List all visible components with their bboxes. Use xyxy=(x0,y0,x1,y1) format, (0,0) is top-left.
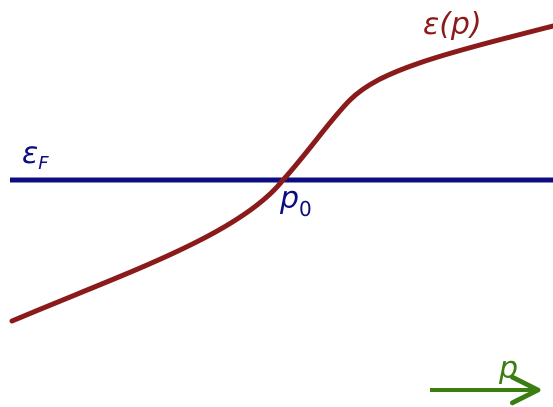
crossing-subscript: 0 xyxy=(299,197,312,221)
fermi-level-label: εF xyxy=(22,136,49,174)
fermi-subscript: F xyxy=(38,153,49,174)
momentum-label: p xyxy=(498,351,518,386)
crossing-symbol: p xyxy=(279,181,299,216)
dispersion-curve xyxy=(9,23,553,324)
crossing-label: p0 xyxy=(279,181,312,221)
dispersion-label: ε(p) xyxy=(423,7,482,42)
fermi-symbol: ε xyxy=(22,136,38,171)
